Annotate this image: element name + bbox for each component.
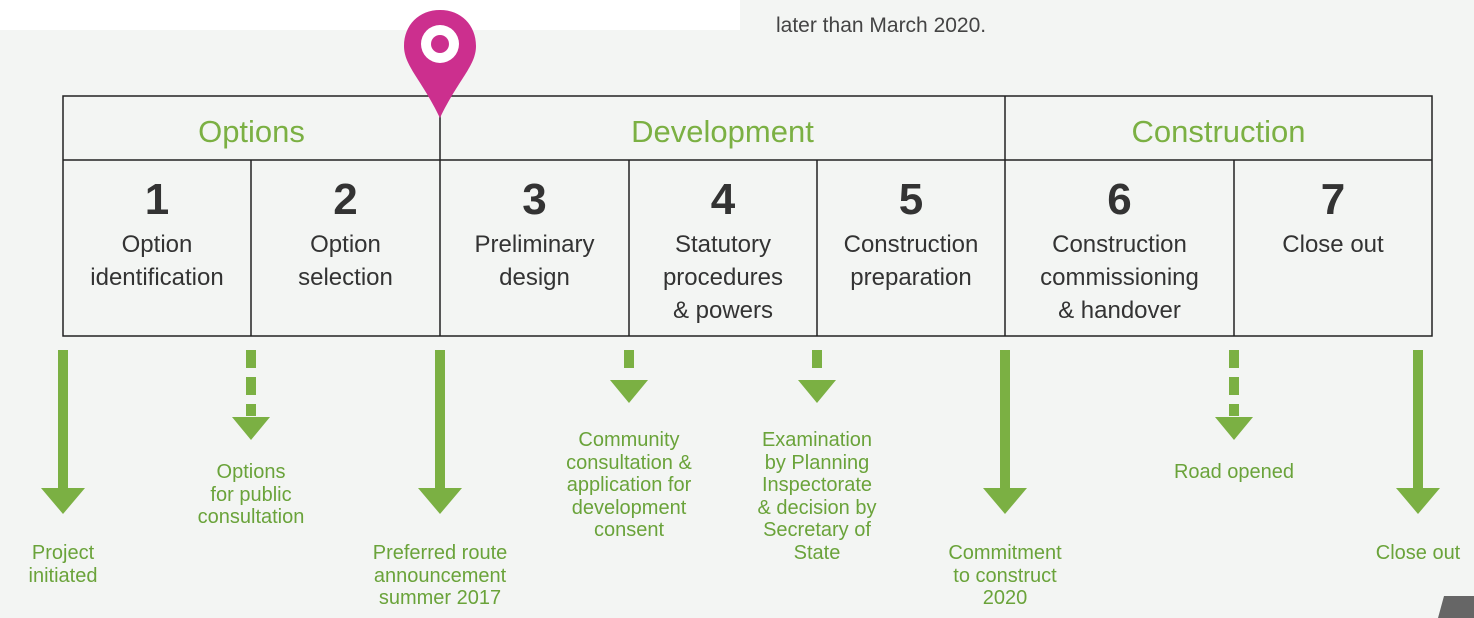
milestone-road-opened: Road opened — [1173, 461, 1295, 483]
milestone-community-consultation: Community consultation & application for… — [566, 429, 692, 541]
arrowhead-commitment — [983, 488, 1027, 514]
step-2-label: Option selection — [298, 231, 393, 291]
arrowhead-project-initiated — [41, 488, 85, 514]
step-6-label: Construction commissioning & handover — [1040, 231, 1199, 324]
phase-construction-title: Construction — [1131, 114, 1306, 149]
step-2-number: 2 — [333, 175, 358, 224]
step-5-number: 5 — [898, 175, 924, 224]
dash-road-2 — [1229, 377, 1239, 395]
step-3-number: 3 — [522, 175, 547, 224]
arrow-close-out — [1413, 350, 1423, 492]
step-3-label: Preliminary design — [474, 231, 595, 291]
location-pin-icon — [404, 10, 476, 118]
arrow-commitment — [1000, 350, 1010, 492]
arrowhead-options — [232, 417, 270, 440]
top-white-panel — [0, 0, 740, 30]
milestone-preferred-route: Preferred route announcement summer 2017 — [372, 542, 508, 609]
dash-options-2 — [246, 377, 256, 395]
step-6-number: 6 — [1107, 175, 1132, 224]
dash-road-3 — [1229, 404, 1239, 416]
dash-community — [624, 350, 634, 368]
step-1-number: 1 — [144, 175, 170, 224]
dash-road-1 — [1229, 350, 1239, 368]
step-1-label: Option identification — [90, 231, 224, 291]
stage-table-border — [62, 95, 1433, 337]
arrowhead-community — [610, 380, 648, 403]
arrowhead-preferred-route — [418, 488, 462, 514]
arrow-preferred-route — [435, 350, 445, 492]
milestone-close-out: Close out — [1375, 542, 1461, 564]
dash-options-1 — [246, 350, 256, 368]
step-5-label: Construction preparation — [843, 231, 979, 291]
phase-development-title: Development — [631, 114, 814, 149]
phase-options-title: Options — [198, 114, 305, 149]
arrowhead-road — [1215, 417, 1253, 440]
corner-shape — [1438, 596, 1474, 618]
step-4-number: 4 — [710, 175, 736, 224]
top-note: later than March 2020. — [776, 14, 987, 37]
dash-options-3 — [246, 404, 256, 416]
milestone-commitment: Commitment to construct 2020 — [948, 542, 1062, 609]
step-4-label: Statutory procedures & powers — [662, 231, 784, 324]
step-7-label: Close out — [1282, 231, 1384, 258]
milestone-project-initiated: Project initiated — [28, 542, 98, 587]
milestone-examination: Examination by Planning Inspectorate & d… — [757, 429, 877, 564]
arrowhead-examination — [798, 380, 836, 403]
arrowhead-close-out — [1396, 488, 1440, 514]
step-7-number: 7 — [1320, 175, 1346, 224]
milestone-options-public-consultation: Options for public consultation — [197, 461, 305, 528]
arrow-project-initiated — [58, 350, 68, 492]
dash-examination — [812, 350, 822, 368]
